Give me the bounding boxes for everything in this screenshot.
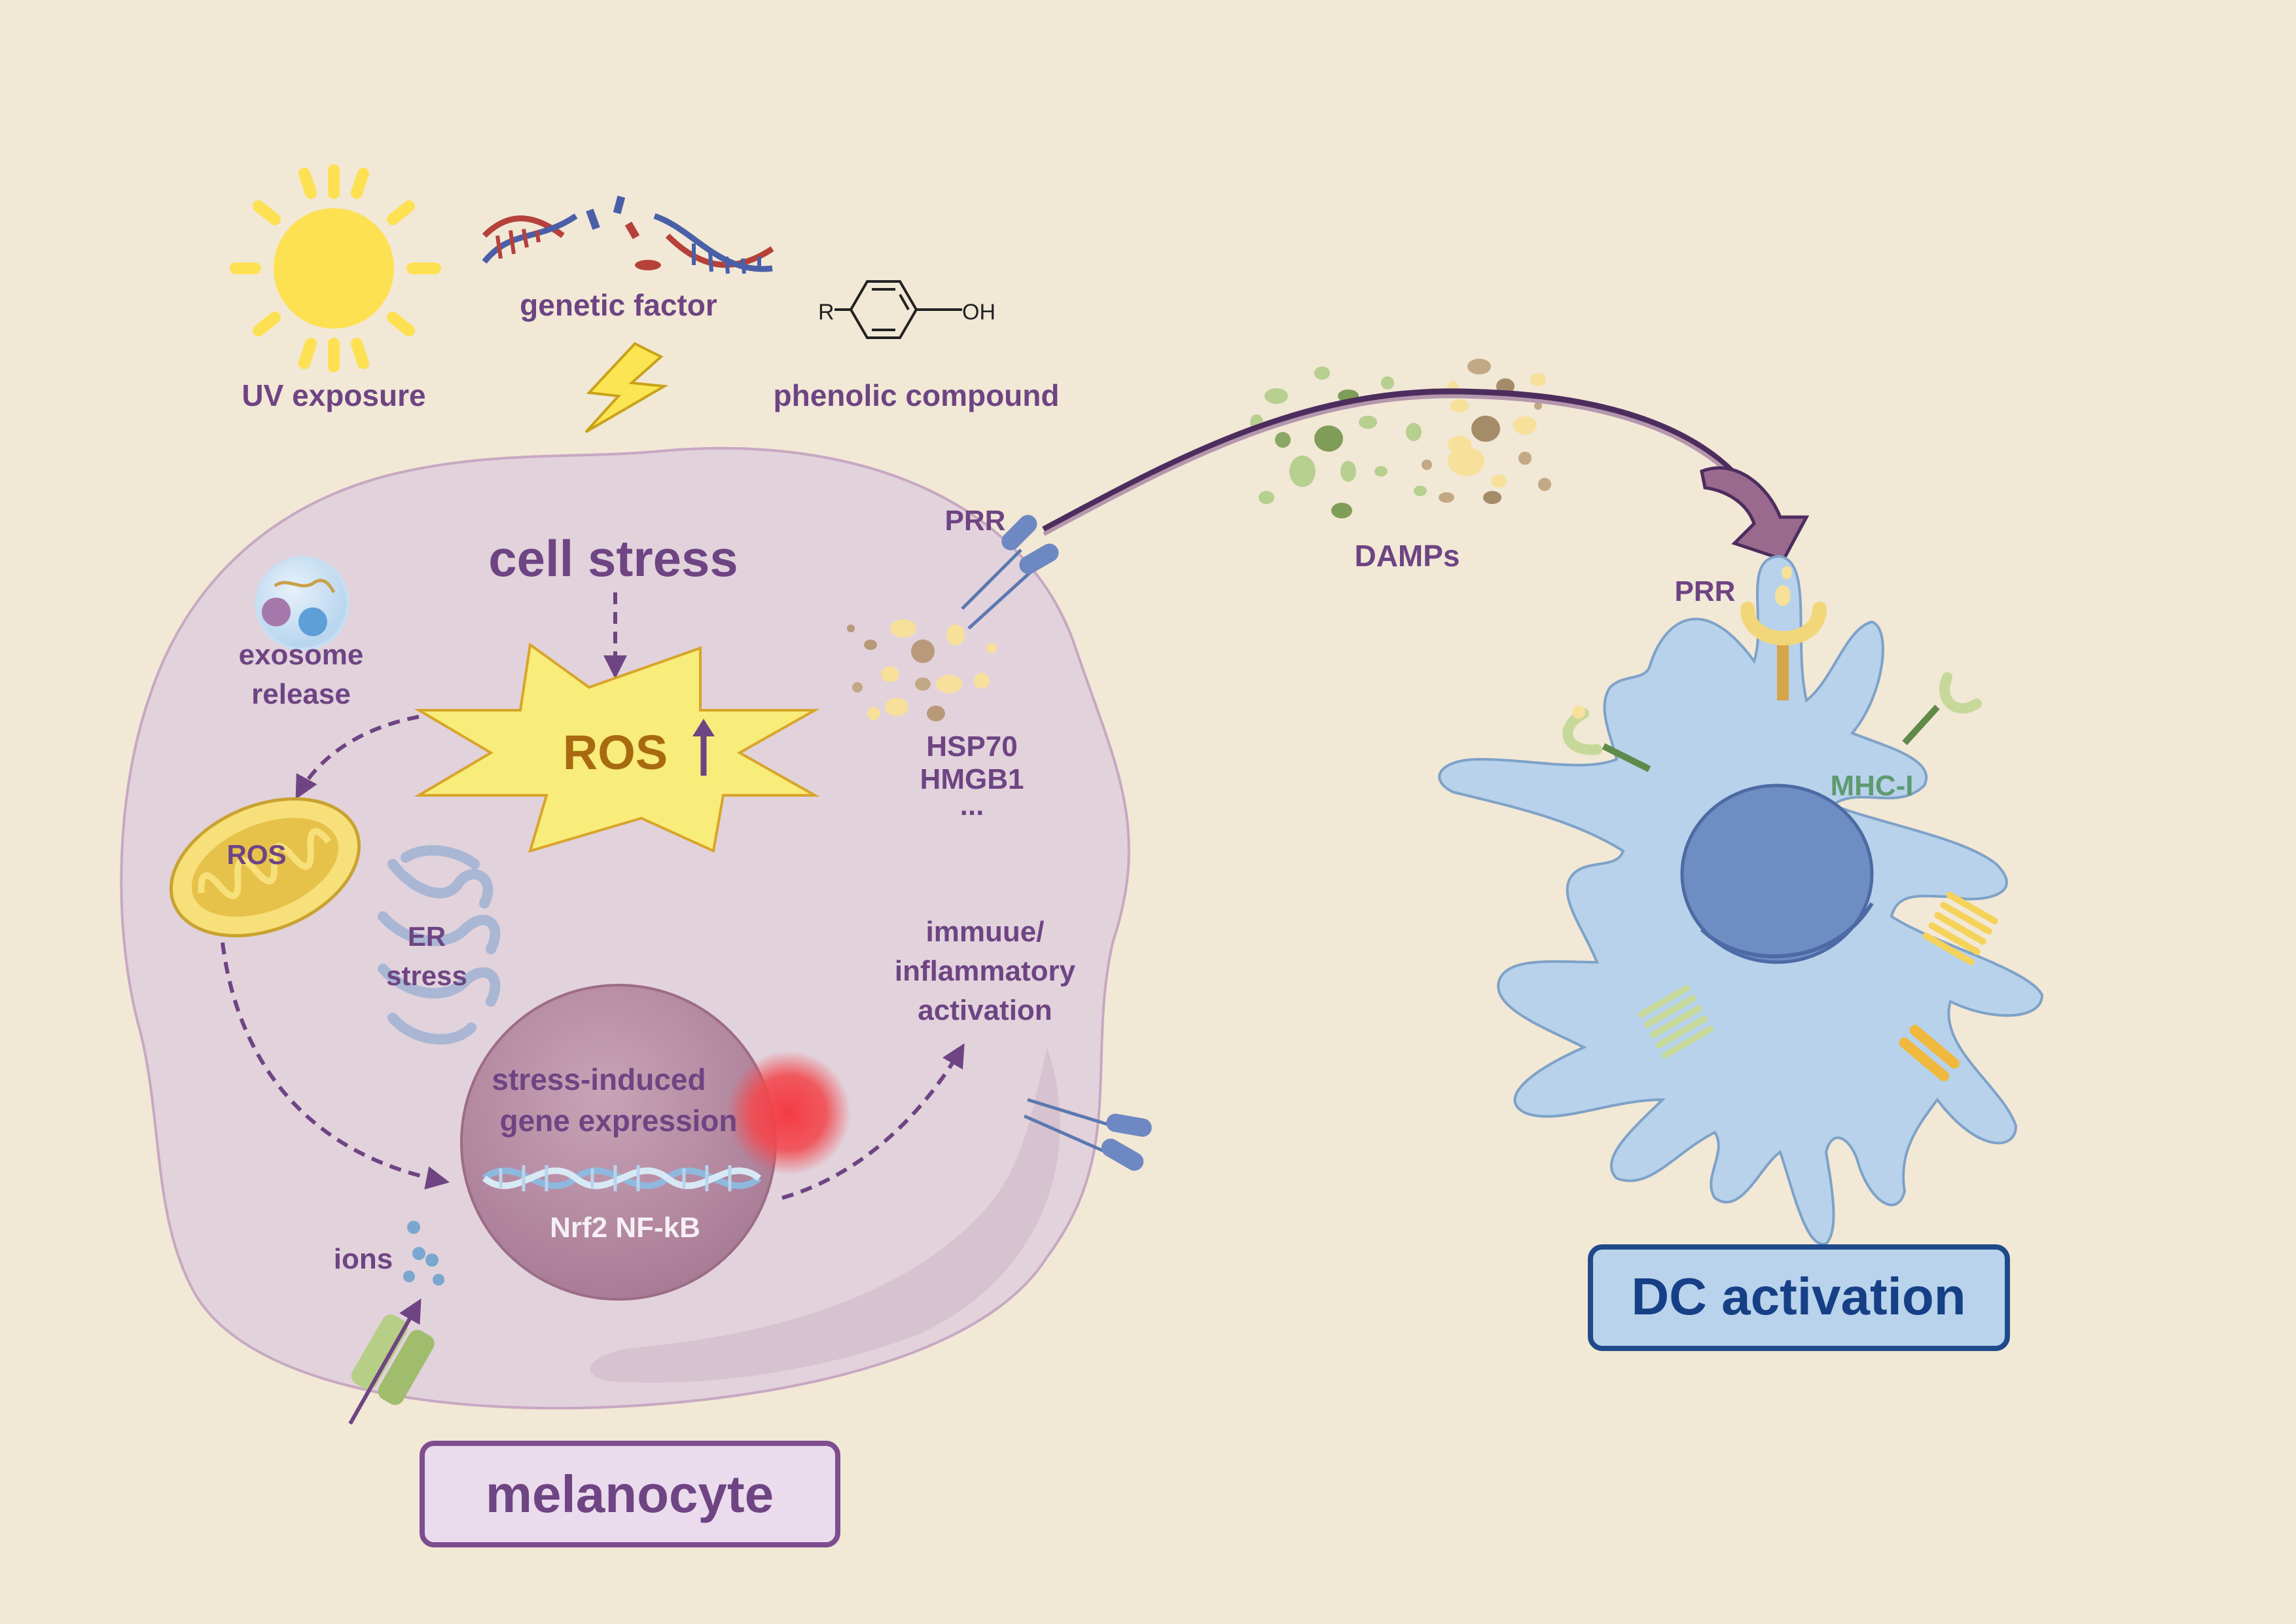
er-stress-line2: stress	[386, 960, 467, 991]
prr-dc-label: PRR	[1675, 575, 1736, 607]
immune-line2: inflammatory	[895, 955, 1076, 987]
dc-activation-label-box	[1588, 1244, 2010, 1351]
broken-dna-icon	[482, 195, 774, 274]
nucleus-to-immune-arrow	[781, 1043, 965, 1200]
immune-line3: activation	[918, 994, 1052, 1026]
red-signal-glow	[726, 1051, 851, 1175]
phenolic-compound-label: phenolic compound	[774, 378, 1060, 412]
phenol-oh-label: OH	[962, 300, 996, 325]
cell-stress-label: cell stress	[488, 530, 738, 587]
er-stress-line1: ER	[408, 921, 446, 952]
exosome-release-line2: release	[251, 678, 351, 710]
phenol-r-label: R	[818, 300, 834, 325]
prr-receptor-dc-icon	[1740, 566, 1827, 700]
exosome-icon	[255, 556, 350, 651]
ros-to-mito-arrow	[295, 715, 420, 800]
nucleus	[460, 984, 777, 1301]
ion-dots-icon	[403, 1221, 444, 1286]
ion-channel-icon	[351, 1314, 435, 1405]
damp-transfer-arrow	[1042, 388, 1810, 562]
membrane-receptor-icon	[1023, 1098, 1152, 1171]
exosome-release-line1: exosome	[239, 639, 364, 671]
hsp70-label: HSP70	[926, 731, 1017, 763]
dendritic-cell	[1438, 554, 2044, 1246]
genetic-factor-label: genetic factor	[520, 288, 717, 322]
hmgb1-label: HMGB1	[920, 763, 1024, 795]
mito-ros-label: ROS	[226, 839, 286, 870]
lightning-bolt-icon	[584, 342, 669, 433]
nrf2-nfkb-label: Nrf2 NF-kB	[550, 1212, 700, 1244]
ros-center-label: ROS	[563, 725, 668, 780]
immune-line1: immuue/	[926, 916, 1045, 948]
dna-helix-icon	[482, 1165, 762, 1191]
mhc-i-receptor-right-icon	[1902, 672, 1982, 746]
damps-scatter	[1250, 359, 1551, 518]
damps-label: DAMPs	[1354, 539, 1460, 573]
melanocyte-label: melanocyte	[486, 1465, 774, 1523]
sun-icon	[230, 164, 441, 372]
uv-exposure-label: UV exposure	[242, 378, 425, 412]
phenol-structure-icon	[834, 280, 962, 339]
ros-up-arrow-icon	[692, 719, 715, 776]
mhc-i-label: MHC-I	[1830, 770, 1913, 802]
prr-receptor-melanocyte-icon	[961, 514, 1059, 630]
damp-particles-cluster	[847, 619, 997, 721]
prr-melanocyte-label: PRR	[945, 505, 1006, 537]
melanocyte-membrane	[120, 446, 1130, 1410]
green-transmembrane-receptor-icon	[1638, 984, 1714, 1059]
mitochondrion-icon	[169, 797, 361, 937]
ion-influx-arrow	[348, 1298, 422, 1425]
stress-gene-line2: gene expression	[499, 1104, 737, 1138]
mhc-i-receptor-left-icon	[1562, 706, 1651, 772]
dc-nucleus	[1680, 784, 1874, 964]
yellow-transmembrane-receptor-icon	[1922, 892, 1998, 965]
melanocyte-inner-shading	[590, 1047, 1060, 1383]
mito-to-nucleus-arrow	[221, 942, 450, 1190]
orange-dimer-receptor-icon	[1899, 1024, 1960, 1081]
er-icon	[378, 845, 501, 1045]
dc-activation-label: DC activation	[1631, 1267, 1965, 1326]
melanocyte-cell	[120, 446, 1130, 1410]
ions-label: ions	[334, 1243, 393, 1275]
ros-burst-shape	[414, 642, 820, 853]
melanocyte-label-box	[420, 1441, 840, 1547]
stress-gene-line1: stress-induced	[492, 1062, 706, 1096]
ellipsis-label: ...	[960, 789, 984, 821]
